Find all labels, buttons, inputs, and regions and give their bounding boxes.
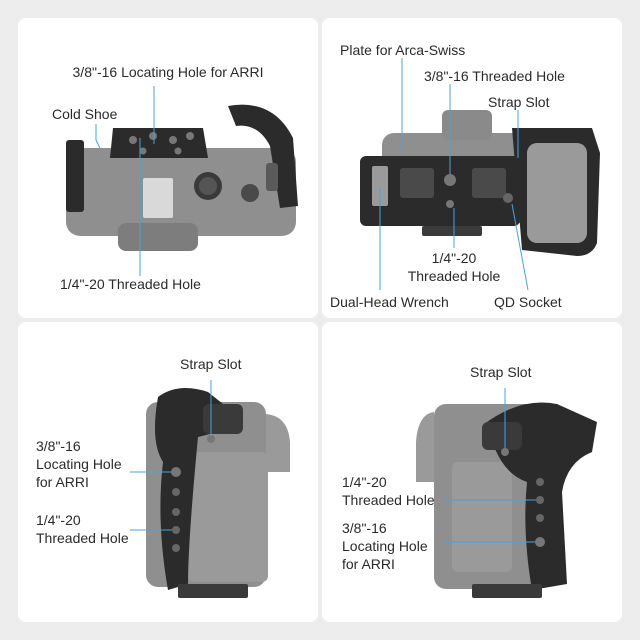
label-locating-line1: 3/8"-16 — [342, 520, 387, 536]
handle-slot — [266, 163, 278, 191]
left-side-illustration — [130, 380, 290, 598]
plate-base — [422, 226, 482, 236]
label-locating-line2: Locating Hole — [342, 538, 428, 554]
camera-body — [66, 148, 296, 236]
panel-left-side-view: Strap Slot 3/8"-16 Locating Hole for ARR… — [18, 322, 318, 622]
label-threaded-hole: 1/4"-20 Threaded Hole — [60, 276, 201, 292]
label-strap-slot: Strap Slot — [470, 364, 532, 380]
cage-bottom-plate — [472, 584, 542, 598]
threaded-hole-14 — [446, 200, 454, 208]
cage-hole — [139, 147, 147, 155]
label-wrench: Dual-Head Wrench — [330, 294, 449, 310]
label-qd-socket: QD Socket — [494, 294, 562, 310]
plate-cutout — [472, 168, 506, 198]
cage-handle — [154, 388, 223, 590]
shutter-dial — [241, 184, 259, 202]
bottom-view-illustration — [360, 58, 600, 291]
qd-socket — [503, 193, 513, 203]
label-locating-line2: Locating Hole — [36, 456, 122, 472]
right-side-illustration — [416, 388, 597, 598]
cage-handle — [228, 104, 298, 208]
cage-hole — [172, 544, 180, 552]
eyecup — [442, 110, 492, 140]
plate-cutout — [400, 168, 434, 198]
top-view-illustration — [66, 86, 298, 276]
label-threaded-line2: Threaded Hole — [36, 530, 129, 546]
label-threaded-hole-38: 3/8"-16 Threaded Hole — [424, 68, 565, 84]
label-threaded-line1: 1/4"-20 — [342, 474, 387, 490]
cage-hole — [149, 132, 157, 140]
strap-mount — [482, 422, 522, 450]
side-door — [452, 462, 512, 572]
cage-hole — [186, 132, 194, 140]
lens-mount — [416, 412, 434, 482]
cage-hole — [174, 147, 182, 155]
grip-panel — [527, 143, 587, 243]
lock-knob — [207, 435, 215, 443]
cage-hole — [536, 478, 544, 486]
threaded-hole — [172, 526, 180, 534]
strap-mount — [203, 404, 243, 434]
eyecup — [118, 223, 198, 251]
label-threaded-line1: 1/4"-20 — [36, 512, 81, 528]
panel-bottom-view: Plate for Arca-Swiss 3/8"-16 Threaded Ho… — [322, 18, 622, 318]
cage-hole — [536, 514, 544, 522]
label-strap-slot: Strap Slot — [180, 356, 242, 372]
panel-top-view: 3/8"-16 Locating Hole for ARRI Cold Shoe… — [18, 18, 318, 318]
label-locating-line3: for ARRI — [342, 556, 395, 572]
label-strap-slot: Strap Slot — [488, 94, 550, 110]
panel-right-side-view: Strap Slot 1/4"-20 Threaded Hole 3/8"-16… — [322, 322, 622, 622]
label-arca-plate: Plate for Arca-Swiss — [340, 42, 466, 58]
side-door — [188, 452, 268, 582]
label-locating-hole: 3/8"-16 Locating Hole for ARRI — [72, 64, 264, 80]
hot-shoe — [143, 178, 173, 218]
cage-hole — [169, 136, 177, 144]
label-cold-shoe: Cold Shoe — [52, 106, 118, 122]
cage-side-plate — [66, 140, 84, 212]
label-locating-line1: 3/8"-16 — [36, 438, 81, 454]
threaded-hole-38 — [444, 174, 456, 186]
callout-line-qd-socket — [511, 203, 529, 291]
mode-dial-center — [199, 177, 217, 195]
cage-hole — [129, 136, 137, 144]
lens-mount — [266, 414, 290, 472]
label-threaded-line2: Threaded Hole — [342, 492, 435, 508]
label-threaded-hole-14-line1: 1/4"-20 — [431, 250, 477, 266]
cage-top-plate — [110, 128, 208, 158]
label-locating-line3: for ARRI — [36, 474, 89, 490]
label-threaded-hole-14-line2: Threaded Hole — [407, 268, 501, 284]
lock-knob — [501, 448, 509, 456]
cage-hole — [172, 488, 180, 496]
locating-hole — [171, 467, 181, 477]
cage-bottom-plate — [178, 584, 248, 598]
wrench-slot — [372, 166, 388, 206]
cage-hole — [172, 508, 180, 516]
callout-line-cold-shoe — [95, 124, 101, 149]
threaded-hole — [536, 496, 544, 504]
locating-hole — [535, 537, 545, 547]
